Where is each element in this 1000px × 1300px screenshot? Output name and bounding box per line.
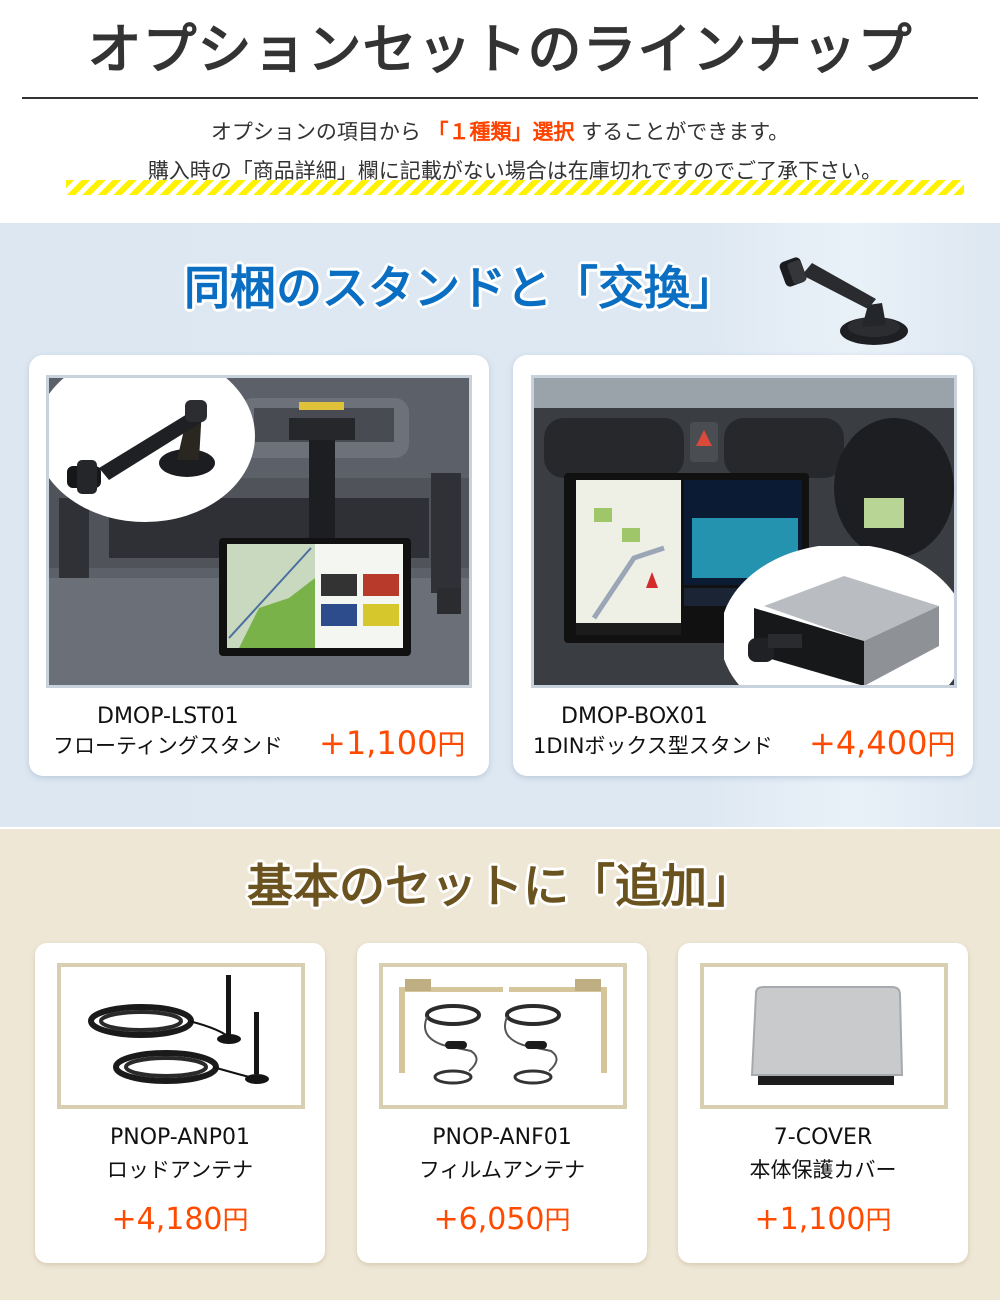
price-prefix: + [319,724,346,762]
price-currency: 円 [222,1206,249,1236]
selection-note-after: することができます。 [581,120,790,144]
title-divider [22,97,978,99]
suction-stand-icon [772,251,912,351]
price-prefix: + [809,724,836,762]
product-price: +1,100円 [319,721,465,767]
exchange-section-title: 同梱のスタンドと「交換」 [184,261,736,315]
price-value: 4,180 [136,1202,223,1237]
product-name: 本体保護カバー [749,1158,897,1182]
stock-note-wrap: 購入時の「商品詳細」欄に記載がない場合は在庫切れですのでご了承下さい。 [66,153,964,195]
product-name: フィルムアンテナ [418,1158,586,1182]
product-card-7-cover[interactable]: 7-COVER 本体保護カバー +1,100円 [678,943,968,1263]
product-code: 7-COVER [773,1125,873,1150]
page-title: オプションセットのラインナップ [87,18,913,81]
header-section: オプションセットのラインナップ オプションの項目から 「１種類」選択 することが… [0,0,1000,223]
product-name: ロッドアンテナ [106,1158,254,1182]
price-prefix: + [433,1202,459,1237]
price-value: 4,400 [835,724,928,762]
box-stand-image [531,375,957,688]
protective-cover-image [700,963,948,1109]
product-price: +4,180円 [35,1198,325,1243]
film-antenna-image [379,963,627,1109]
product-card-pnop-anp01[interactable]: PNOP-ANP01 ロッドアンテナ +4,180円 [35,943,325,1263]
price-value: 1,100 [345,724,438,762]
price-prefix: + [111,1202,137,1237]
price-currency: 円 [927,728,956,761]
exchange-section: 同梱のスタンドと「交換」 [0,223,1000,827]
price-value: 6,050 [458,1202,545,1237]
product-price: +1,100円 [678,1198,968,1243]
product-price: +6,050円 [357,1198,647,1243]
stock-note: 購入時の「商品詳細」欄に記載がない場合は在庫切れですのでご了承下さい。 [147,159,883,183]
product-card-dmop-box01[interactable]: DMOP-BOX01 1DINボックス型スタンド +4,400円 [513,355,973,776]
price-value: 1,100 [779,1202,866,1237]
product-code: DMOP-LST01 [97,704,239,729]
price-prefix: + [754,1202,780,1237]
floating-stand-image [46,375,472,688]
product-code: PNOP-ANP01 [109,1125,251,1150]
product-price: +4,400円 [809,721,955,767]
rod-antenna-image [57,963,305,1109]
product-name: 1DINボックス型スタンド [533,734,773,758]
selection-note: オプションの項目から 「１種類」選択 することができます。 [0,116,1000,148]
product-card-pnop-anf01[interactable]: PNOP-ANF01 フィルムアンテナ +6,050円 [357,943,647,1263]
product-name: フローティングスタンド [53,734,283,758]
yellow-stripe-highlight [66,180,964,195]
price-currency: 円 [865,1206,892,1236]
addon-section-title: 基本のセットに「追加」 [247,859,753,913]
price-currency: 円 [544,1206,571,1236]
product-card-dmop-lst01[interactable]: DMOP-LST01 フローティングスタンド +1,100円 [29,355,489,776]
price-currency: 円 [437,728,466,761]
product-code: PNOP-ANF01 [432,1125,572,1150]
selection-note-accent: 「１種類」選択 [427,120,575,144]
product-code: DMOP-BOX01 [561,704,708,729]
selection-note-before: オプションの項目から [210,120,421,144]
addon-section: 基本のセットに「追加」 PNOP-ANP01 ロッドアンテナ +4,180円 [0,829,1000,1300]
